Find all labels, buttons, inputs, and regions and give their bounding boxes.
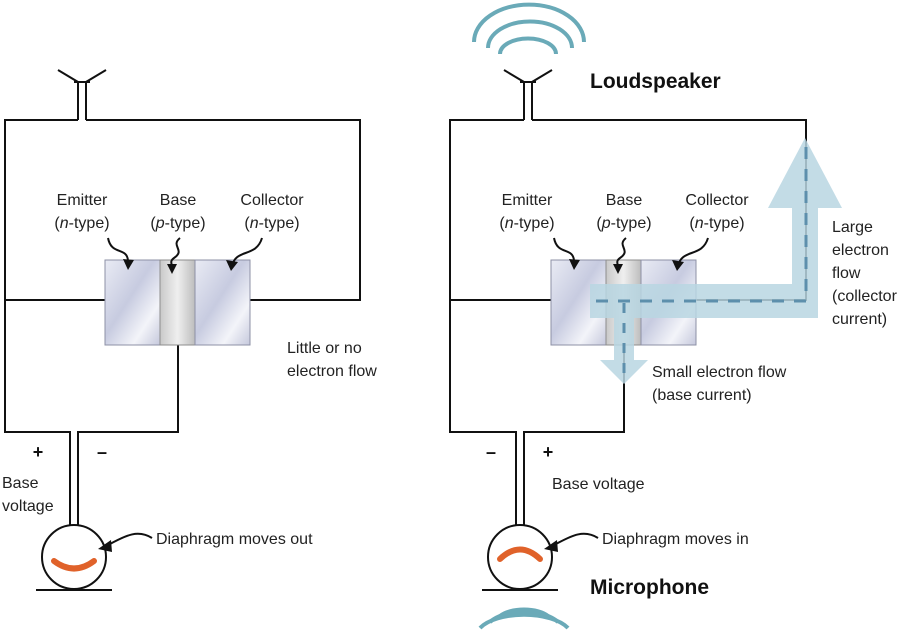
left-diaphragm	[51, 558, 97, 572]
right-microphone-label: Microphone	[590, 576, 709, 599]
right-base-wire	[523, 345, 625, 530]
right-plus-sign: +	[543, 442, 554, 462]
right-large-flow-arrow	[590, 138, 842, 318]
left-collector-label: Collector	[240, 192, 304, 209]
left-flow-note-line1: Little or no	[287, 340, 362, 357]
left-base-voltage-line2: voltage	[2, 498, 54, 515]
left-base-voltage-line1: Base	[2, 475, 39, 492]
right-base-voltage-label: Base voltage	[552, 476, 645, 493]
right-collector-flow-dashes	[596, 146, 808, 303]
right-large-flow-line4: (collector	[832, 288, 898, 305]
right-circuit: Loudspeaker Emitter (n-type) Base (p-typ…	[449, 2, 898, 630]
right-emitter-type: (n-type)	[499, 215, 554, 232]
right-pointer-arrows	[553, 237, 709, 274]
left-collector-wire	[86, 119, 361, 301]
left-base-label: Base	[160, 192, 197, 209]
left-base-type: (p-type)	[150, 215, 205, 232]
right-collector-type: (n-type)	[689, 215, 744, 232]
right-emitter-label: Emitter	[502, 192, 553, 209]
left-pointer-arrows	[107, 237, 263, 274]
right-base-type: (p-type)	[596, 215, 651, 232]
right-base-label: Base	[606, 192, 643, 209]
left-collector-block	[194, 259, 251, 346]
right-diaphragm	[497, 546, 543, 562]
left-base-wire	[77, 345, 179, 530]
left-plus-sign: +	[33, 442, 44, 462]
right-diaphragm-label: Diaphragm moves in	[602, 531, 749, 548]
right-small-flow-line2: (base current)	[652, 387, 752, 404]
left-emitter-type: (n-type)	[54, 215, 109, 232]
left-base-block	[159, 259, 196, 346]
left-transistor	[104, 259, 251, 346]
left-minus-sign: –	[97, 442, 107, 462]
right-small-flow-line1: Small electron flow	[652, 364, 787, 381]
right-large-flow-line3: flow	[832, 265, 861, 282]
left-microphone	[36, 524, 153, 591]
right-microphone-sound-waves-icon	[478, 607, 570, 630]
right-collector-label: Collector	[685, 192, 749, 209]
left-diaphragm-label: Diaphragm moves out	[156, 531, 313, 548]
right-large-flow-line5: current)	[832, 311, 887, 328]
left-flow-note-line2: electron flow	[287, 363, 377, 380]
left-top-wire	[4, 119, 78, 530]
right-speaker-label: Loudspeaker	[590, 70, 721, 93]
right-large-flow-line2: electron	[832, 242, 889, 259]
right-large-flow-line1: Large	[832, 219, 873, 236]
right-speaker-sound-waves-icon	[472, 2, 586, 55]
left-circuit: Emitter (n-type) Base (p-type) Collector…	[2, 69, 377, 591]
right-top-wire	[449, 119, 524, 530]
left-speaker-symbol	[57, 69, 107, 120]
right-speaker-symbol	[503, 69, 553, 120]
right-microphone	[482, 524, 599, 591]
right-minus-sign: –	[486, 442, 496, 462]
left-emitter-label: Emitter	[57, 192, 108, 209]
left-emitter-block	[104, 259, 161, 346]
left-collector-type: (n-type)	[244, 215, 299, 232]
